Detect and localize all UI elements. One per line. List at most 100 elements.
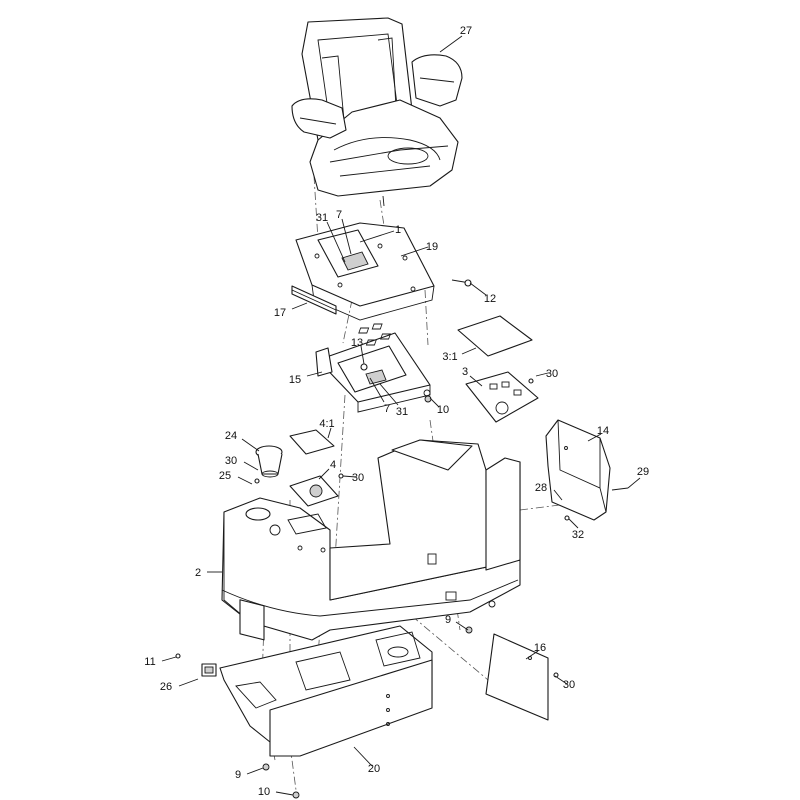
decal-part-3	[465, 371, 539, 423]
callout-c7b: 7	[369, 377, 390, 415]
callout-c30a: 30	[535, 368, 558, 380]
callout-number: 29	[637, 466, 649, 478]
callout-number: 3:1	[442, 351, 457, 363]
callout-leader	[379, 383, 399, 406]
callout-leader	[587, 433, 602, 442]
callout-number: 4	[330, 459, 336, 471]
callout-leader	[326, 221, 346, 263]
callout-number: 25	[219, 470, 231, 482]
callout-number: 13	[351, 337, 363, 349]
callout-leader	[369, 377, 385, 403]
callout-number: 26	[160, 681, 172, 693]
callout-number: 10	[437, 404, 449, 416]
cup-holder-part-24	[255, 445, 283, 478]
callout-number: 12	[484, 293, 496, 305]
callout-number: 14	[597, 425, 609, 437]
callout-leader	[469, 282, 487, 296]
callout-leader	[161, 656, 177, 662]
callout-leader	[429, 397, 440, 408]
callout-c10b: 10	[258, 786, 294, 798]
callout-leader	[360, 345, 365, 365]
callout-c27: 27	[439, 25, 472, 53]
callout-leader	[275, 791, 294, 796]
callout-leader	[178, 678, 199, 687]
callout-c30d: 30	[554, 675, 575, 691]
callout-number: 30	[546, 368, 558, 380]
screw-part-30-mid	[338, 473, 344, 479]
callout-c15: 15	[289, 371, 323, 386]
callout-number: 20	[368, 763, 380, 775]
callout-c29: 29	[627, 466, 649, 489]
callout-c20: 20	[353, 746, 380, 775]
callout-leader	[342, 475, 357, 478]
callout-number: 3	[462, 366, 468, 378]
callout-leader	[627, 477, 641, 489]
callout-c28: 28	[535, 482, 563, 501]
callout-leader	[359, 230, 395, 243]
callout-leader	[291, 302, 308, 310]
screw-part-30	[528, 378, 534, 384]
callout-leader	[327, 427, 332, 439]
callout-c14: 14	[587, 425, 609, 442]
nut-part-9	[465, 626, 473, 634]
callout-c11: 11	[144, 656, 177, 668]
callout-number: 31	[396, 406, 408, 418]
callout-number: 19	[426, 241, 438, 253]
callout-number: 15	[289, 374, 301, 386]
callout-leader	[237, 476, 253, 485]
nut-part-10	[424, 395, 432, 403]
callout-number: 7	[384, 403, 390, 415]
mounting-plate-part-19	[295, 222, 435, 321]
callout-leader	[554, 675, 568, 685]
callout-c16: 16	[525, 642, 546, 660]
callout-number: 9	[445, 614, 451, 626]
callout-c3: 3	[462, 366, 483, 387]
callout-leader	[568, 518, 579, 529]
callout-number: 7	[336, 209, 342, 221]
callout-c12: 12	[469, 282, 496, 305]
screw-part-11	[175, 653, 181, 659]
callout-number: 11	[144, 656, 155, 668]
latch-part-17	[291, 285, 337, 315]
callout-number: 32	[572, 529, 584, 541]
mounting-plate-part-15	[315, 332, 431, 413]
callout-leader	[439, 35, 463, 53]
callout-c30c: 30	[342, 472, 364, 484]
callout-c31a: 31	[316, 212, 346, 263]
callout-number: 16	[534, 642, 546, 654]
callout-c19: 19	[400, 241, 438, 257]
callout-leader	[455, 621, 469, 631]
callout-number: 17	[274, 307, 286, 319]
callout-c26: 26	[160, 678, 199, 693]
callout-number: 9	[235, 769, 241, 781]
callout-c4_1: 4:1	[319, 418, 335, 439]
armrest-part-14	[545, 419, 611, 521]
callout-leader	[353, 746, 373, 767]
callout-c2: 2	[195, 567, 222, 579]
console-body-part-2	[221, 439, 521, 641]
callout-leader	[553, 489, 563, 501]
callout-leader	[241, 438, 260, 452]
callout-leader	[306, 371, 323, 377]
callout-c13: 13	[351, 337, 365, 365]
callout-leader	[461, 347, 477, 355]
callout-leader	[469, 375, 483, 387]
callout-number: 30	[563, 679, 575, 691]
callout-number: 1	[395, 224, 401, 236]
bolt-part-12	[451, 279, 472, 287]
callout-c30b: 30	[225, 455, 259, 471]
callout-number: 24	[225, 430, 237, 442]
callout-number: 27	[460, 25, 472, 37]
switch-part-26	[201, 663, 217, 677]
screw-part-32	[564, 515, 570, 521]
callout-leader	[525, 650, 539, 660]
callout-number: 10	[258, 786, 270, 798]
callout-number: 30	[225, 455, 237, 467]
callout-c25: 25	[219, 470, 253, 485]
nut-part-9-lower	[262, 763, 270, 771]
callout-number: 2	[195, 567, 201, 579]
cover-part-4	[289, 475, 339, 507]
